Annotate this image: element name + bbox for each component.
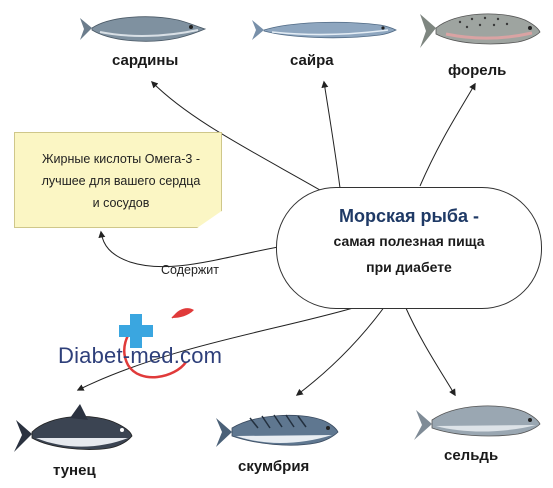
site-logo-text: Diabet-med.com [58, 343, 223, 368]
main-title-text: Морская рыба [338, 206, 468, 226]
label-trout: форель [448, 62, 507, 79]
connector-saury [321, 80, 341, 189]
connector-mackerel [295, 305, 386, 396]
label-herring: сельдь [444, 447, 499, 464]
herring-fish-icon [414, 405, 541, 440]
connector-trout [419, 82, 476, 187]
connector-tuna [76, 305, 361, 391]
note-line-2: лучшее для вашего сердца [41, 174, 201, 188]
main-title-dash: - [468, 206, 479, 226]
connector-herring [404, 305, 456, 397]
main-topic-node: Морская рыба - самая полезная пища при д… [276, 187, 542, 309]
trout-fish-icon [420, 13, 541, 48]
main-title: Морская рыба - [277, 204, 541, 228]
label-sardines: сардины [112, 52, 179, 69]
mackerel-fish-icon [216, 414, 339, 447]
sardine-fish-icon [80, 16, 207, 42]
label-tuna: тунец [53, 462, 96, 479]
medical-cross-icon [119, 308, 194, 379]
saury-fish-icon [252, 20, 397, 40]
note-line-1: Жирные кислоты Омега-3 - [41, 152, 201, 166]
tuna-fish-icon [14, 404, 133, 452]
label-saury: сайра [290, 52, 334, 69]
main-line-3: при диабете [366, 259, 452, 275]
connector-note [98, 230, 279, 268]
connector-sardines [151, 81, 321, 191]
main-line-2: самая полезная пища [333, 233, 485, 249]
note-text: Жирные кислоты Омега-3 - лучшее для ваше… [23, 148, 219, 214]
note-line-3: и сосудов [92, 196, 150, 210]
connector-label-contains: Содержит [161, 263, 219, 277]
omega3-note: Жирные кислоты Омега-3 - лучшее для ваше… [14, 132, 222, 228]
label-mackerel: скумбрия [238, 458, 310, 475]
